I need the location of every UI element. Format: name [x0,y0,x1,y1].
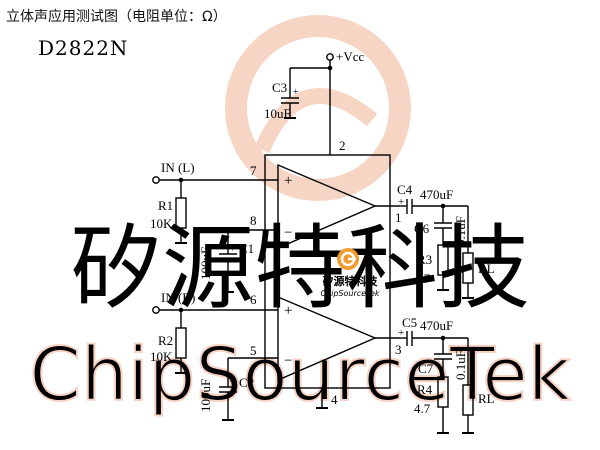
logo-en-text: ChipSourceTek [320,289,379,298]
pin-3-label: 3 [395,342,402,357]
amp-top-triangle [277,163,377,250]
chipsourcetek-logo: 矽源特科技 ChipSourceTek [320,248,380,298]
r1-ref: R1 [158,198,173,213]
c3-value: 10uF [264,106,291,121]
pin-4-label: 4 [331,392,338,407]
r4-value: 4.7 [414,401,431,416]
chip-part-number: D2822N [38,36,129,60]
amp-bottom-triangle [277,295,377,382]
c3-plus: + [293,87,299,98]
watermark-latin-text: ChipSourceTek [29,332,570,418]
pin-7-label: 7 [250,163,257,178]
c4-ref: C4 [397,182,413,197]
logo-cn-text: 矽源特科技 [323,274,379,288]
c4-plus: + [398,196,404,208]
c1-value: 100uF [198,247,213,280]
pin-6-label: 6 [250,292,257,307]
pin-8-label: 8 [250,213,257,228]
c5-plus: + [398,327,404,339]
vcc-label: +Vcc [336,49,364,64]
c2-value: 100uF [198,379,213,412]
amp-top-plus: + [284,173,292,189]
c1-ref: C1 [239,241,254,256]
watermark-ring-logo [225,15,411,201]
r3-value: 4.7 [414,271,431,286]
pin-1-label: 1 [395,210,402,225]
in-right-label: IN (R) [161,290,195,305]
amp-bottom-plus: + [284,303,292,319]
r1-value: 10K [150,216,173,231]
page-title: 立体声应用测试图（电阻单位：Ω） [6,9,227,25]
c6-ref: C6 [414,221,430,236]
c4-value: 470uF [420,187,453,202]
c6-value: 0.1uF [453,216,468,246]
c7-value: 0.1uF [453,350,468,380]
r3-ref: R3 [417,252,432,267]
c3-ref: C3 [272,80,287,95]
vcc-terminal [326,53,334,61]
rl-bottom-label: RL [478,391,495,406]
pin-2-label: 2 [339,138,346,153]
watermark-big-text: 矽源特科技 [70,215,530,322]
in-left-label: IN (L) [161,160,195,175]
r2-ref: R2 [158,333,173,348]
c7-ref: C7 [418,361,434,376]
c2-plus: + [230,377,236,388]
r2-value: 10K [150,349,173,364]
in-left-terminal [152,176,160,184]
amp-top-minus: − [284,225,292,241]
c5-value: 470uF [420,318,453,333]
watermark: 矽源特科技 ChipSourceTek [28,15,572,419]
rl-top-label: RL [478,261,495,276]
r4-ref: R4 [417,382,433,397]
ic-body [264,154,391,389]
in-right-terminal [152,306,160,314]
c5-ref: C5 [402,315,417,330]
c2-ref: C2 [239,375,254,390]
amp-bottom-minus: − [284,353,292,369]
c1-plus: + [230,244,236,255]
pin-5-label: 5 [250,343,257,358]
